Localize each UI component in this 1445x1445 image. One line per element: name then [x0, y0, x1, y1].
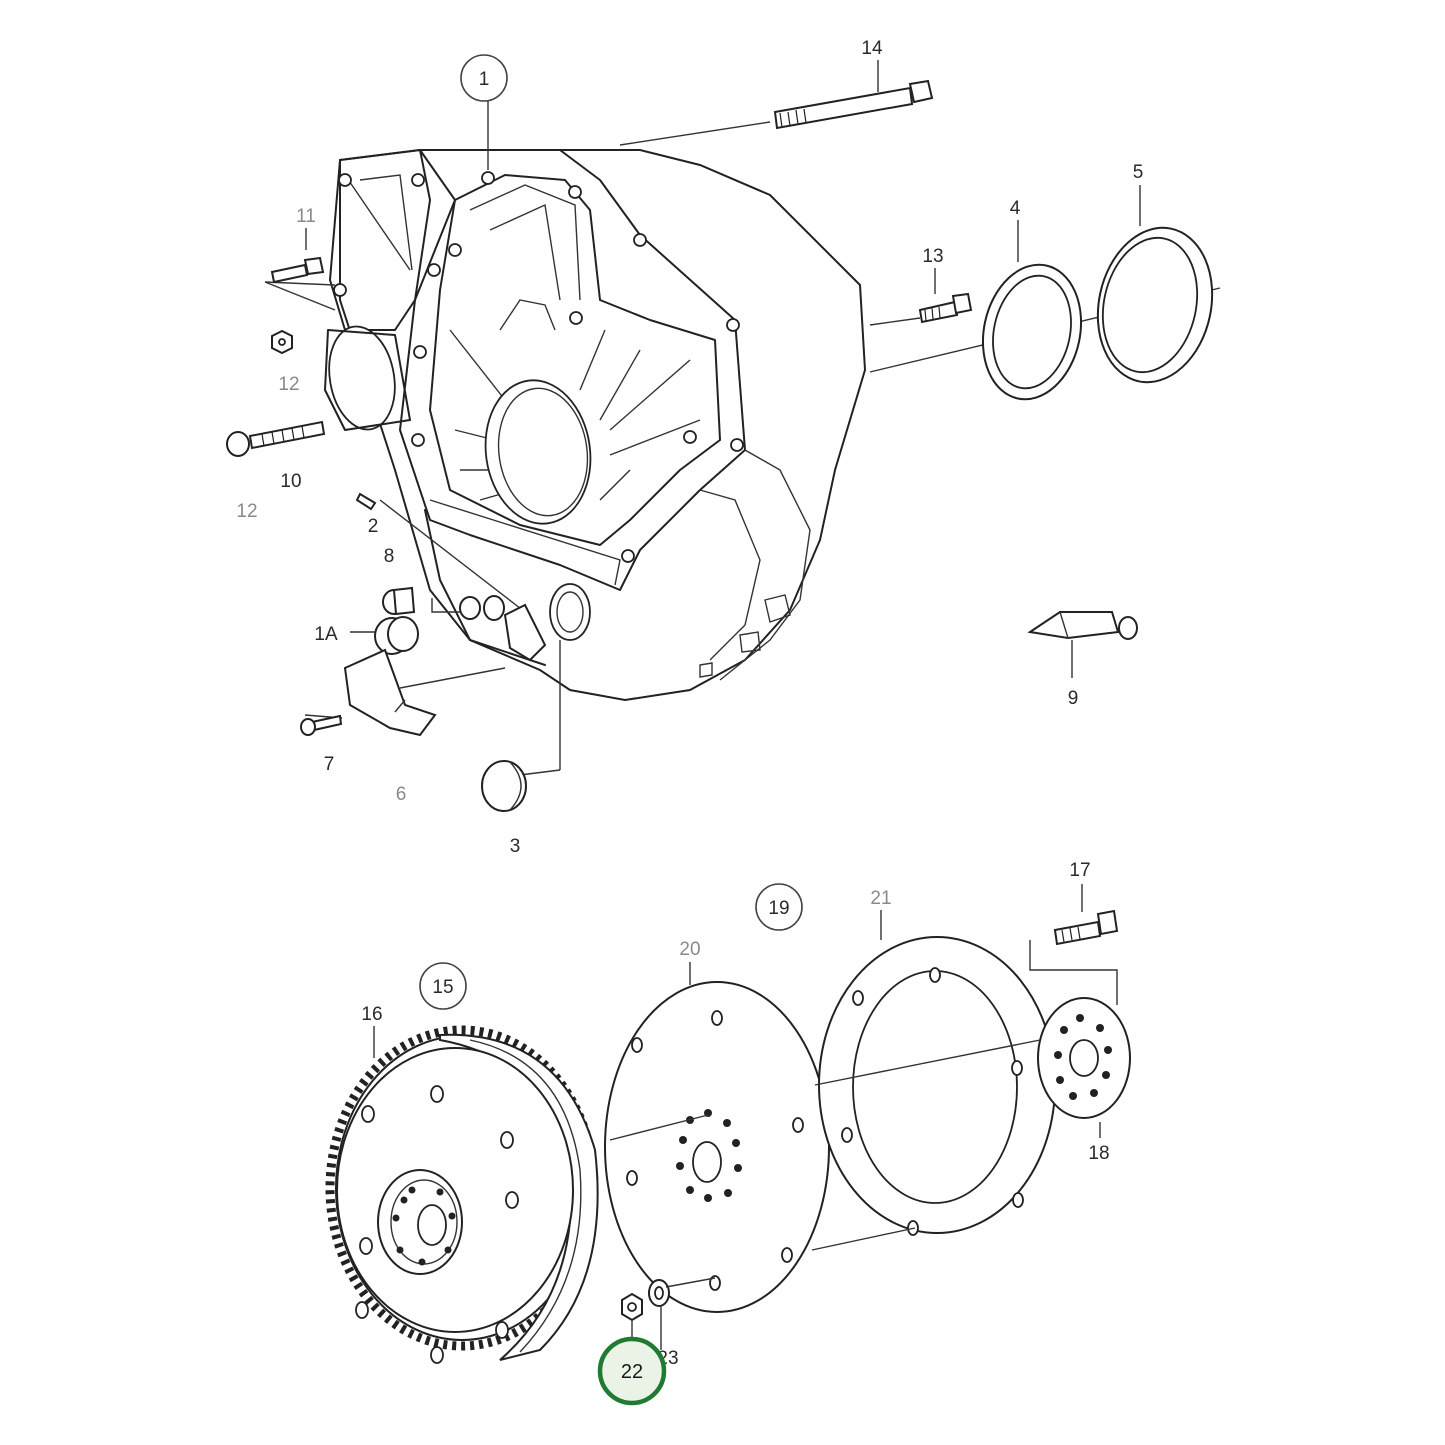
wear-ring — [1096, 226, 1214, 384]
nut-12 — [271, 329, 293, 355]
label-1a: 1A — [314, 624, 338, 645]
label-18: 18 — [1088, 1143, 1109, 1164]
tool-9 — [1027, 611, 1138, 640]
label-12-a: 12 — [278, 374, 299, 395]
flex-plate — [604, 981, 830, 1313]
label-12-b: 12 — [236, 501, 257, 522]
flange-bolt-holes — [333, 171, 744, 563]
flywheel — [325, 1025, 599, 1364]
screw-11 — [270, 256, 325, 284]
cover-plug — [481, 760, 527, 812]
bolt-17 — [1053, 909, 1119, 946]
bolt-10 — [226, 420, 326, 457]
bolt-13 — [918, 292, 973, 324]
bottom-fittings — [459, 595, 547, 662]
bracket-6 — [343, 648, 437, 737]
label-11: 11 — [296, 206, 316, 227]
highlight-ring-22 — [597, 1336, 667, 1406]
label-17: 17 — [1069, 860, 1090, 881]
label-16: 16 — [361, 1004, 382, 1025]
label-2: 2 — [368, 516, 379, 537]
label-19: 19 — [768, 898, 789, 919]
plug-8 — [382, 586, 416, 616]
dowel-pin — [355, 492, 377, 511]
callout-circle-1 — [460, 54, 508, 102]
ring-plate — [818, 936, 1056, 1236]
label-9: 9 — [1068, 688, 1079, 709]
seal-ring — [981, 263, 1083, 401]
screw-7 — [300, 714, 343, 736]
callout-circle-19 — [755, 883, 803, 931]
callout-circle-15 — [419, 962, 467, 1010]
lower-callouts: 19 21 17 20 15 16 18 23 22 — [361, 860, 1110, 1406]
label-3: 3 — [510, 836, 521, 857]
flex-plate-holes — [626, 1010, 804, 1291]
cap-1a — [374, 616, 419, 655]
flywheel-housing — [324, 149, 867, 702]
label-13: 13 — [922, 246, 943, 267]
long-bolt — [773, 79, 934, 130]
label-10: 10 — [280, 471, 301, 492]
label-8: 8 — [384, 546, 395, 567]
label-14: 14 — [861, 38, 883, 59]
hub-bolt-holes — [392, 1186, 456, 1266]
label-1: 1 — [479, 69, 490, 90]
hub-plate-holes — [1054, 1014, 1112, 1100]
washer-23 — [648, 1279, 670, 1307]
flywheel-holes — [355, 1085, 519, 1364]
hub-plate — [1037, 997, 1131, 1119]
upper-callouts: 1 14 5 4 11 13 12 10 12 2 8 1A 9 7 6 3 — [236, 38, 1143, 857]
label-7: 7 — [324, 754, 335, 775]
label-22: 22 — [621, 1361, 643, 1383]
label-6: 6 — [396, 784, 407, 805]
label-21: 21 — [870, 888, 891, 909]
nut-22 — [621, 1292, 643, 1322]
label-15: 15 — [432, 977, 453, 998]
label-5: 5 — [1133, 162, 1144, 183]
label-20: 20 — [679, 939, 700, 960]
ring-plate-holes — [841, 967, 1024, 1236]
label-4: 4 — [1010, 198, 1021, 219]
